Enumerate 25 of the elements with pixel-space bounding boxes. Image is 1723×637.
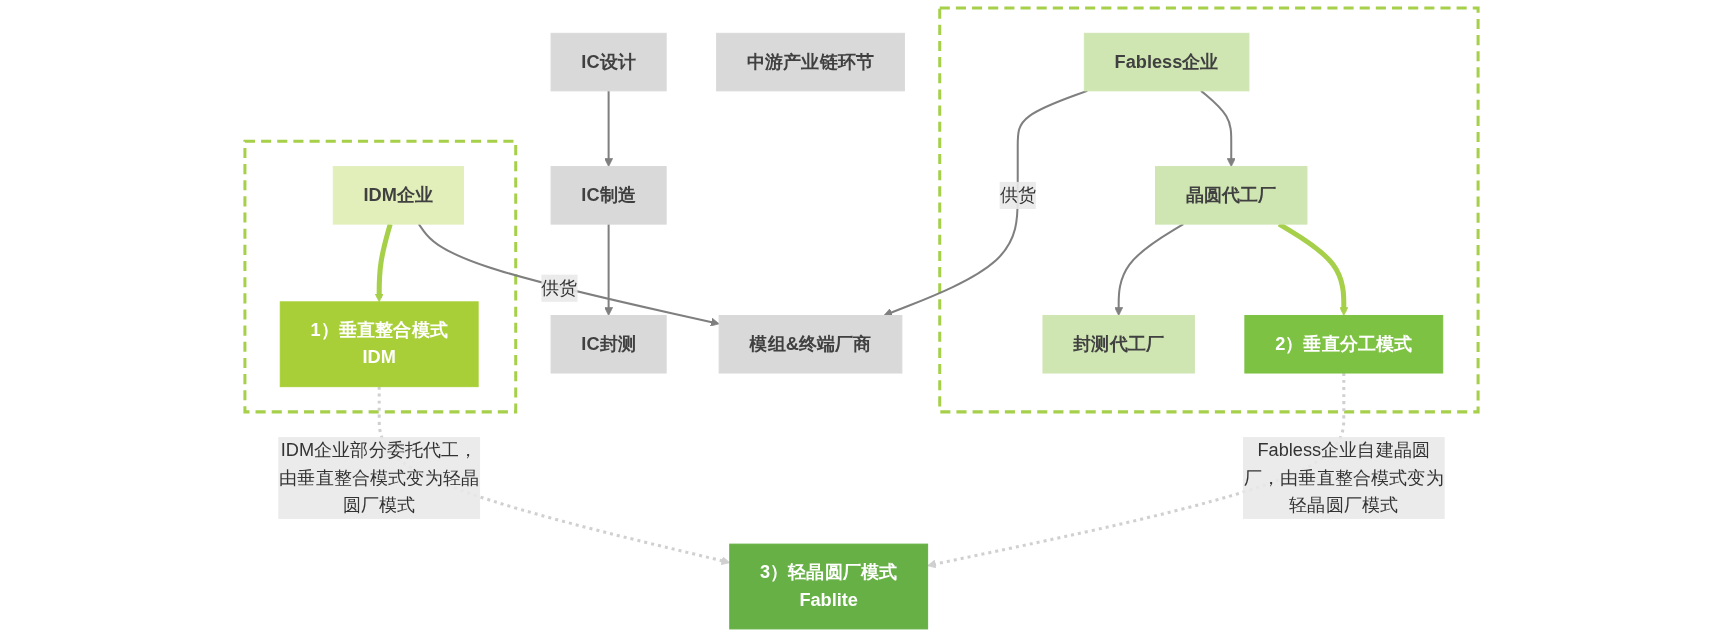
node-box: IC制造 bbox=[550, 166, 667, 225]
edge-label: Fabless企业自建晶圆厂，由垂直整合模式变为轻晶圆厂模式 bbox=[1243, 440, 1444, 515]
cluster bbox=[938, 6, 1480, 414]
node-box: 晶圆代工厂 bbox=[1155, 166, 1308, 225]
node-box: IC设计 bbox=[550, 32, 667, 92]
node-box: 封测代工厂 bbox=[1042, 314, 1195, 374]
node-box: 2）垂直分工模式 bbox=[1244, 314, 1444, 374]
node-box: Fabless企业 bbox=[1083, 32, 1250, 92]
node-box: 3）轻晶圆厂模式 Fablite bbox=[729, 543, 929, 630]
arrow bbox=[604, 90, 614, 167]
arrow bbox=[374, 223, 393, 303]
arrow bbox=[1200, 90, 1236, 167]
cluster bbox=[243, 139, 518, 414]
node-box: IC封测 bbox=[550, 314, 667, 374]
edge-label: 供货 bbox=[541, 277, 578, 298]
node-box: 模组&终端厂商 bbox=[718, 314, 903, 374]
edge-label: 供货 bbox=[999, 184, 1036, 205]
arrow bbox=[883, 89, 1088, 317]
arrow bbox=[417, 223, 720, 327]
node-box: IDM企业 bbox=[332, 166, 464, 225]
node-box: 中游产业链环节 bbox=[716, 32, 905, 92]
node-box: 1）垂直整合模式 IDM bbox=[279, 301, 479, 388]
arrow bbox=[604, 224, 614, 316]
edge-label: IDM企业部分委托代工，由垂直整合模式变为轻晶圆厂模式 bbox=[279, 440, 480, 515]
arrow bbox=[1114, 223, 1184, 316]
